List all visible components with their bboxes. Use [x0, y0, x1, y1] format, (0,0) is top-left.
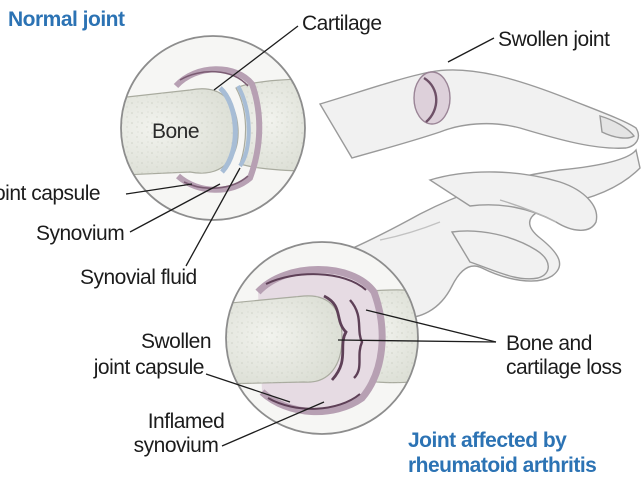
finger-index — [320, 70, 638, 158]
label-bone: Bone — [152, 120, 199, 144]
title-affected-line1: Joint affected by — [408, 428, 566, 453]
label-bone-loss-line1: Bone and — [506, 332, 592, 356]
label-cartilage: Cartilage — [302, 12, 382, 36]
label-bone-loss-line2: cartilage loss — [506, 356, 622, 380]
label-synovial-fluid: Synovial fluid — [80, 266, 197, 290]
label-swollen-capsule-line2: joint capsule — [64, 356, 204, 380]
title-normal-joint: Normal joint — [8, 8, 125, 32]
label-joint-capsule: Joint capsule — [0, 182, 100, 206]
title-affected-line2: rheumatoid arthritis — [408, 453, 596, 478]
label-inflamed-line1: Inflamed — [136, 410, 236, 434]
label-swollen-joint: Swollen joint — [498, 28, 609, 52]
label-inflamed-line2: synovium — [126, 434, 226, 458]
leader-swollen-joint — [448, 38, 494, 62]
label-synovium: Synovium — [36, 222, 124, 246]
label-swollen-capsule-line1: Swollen — [128, 330, 224, 354]
